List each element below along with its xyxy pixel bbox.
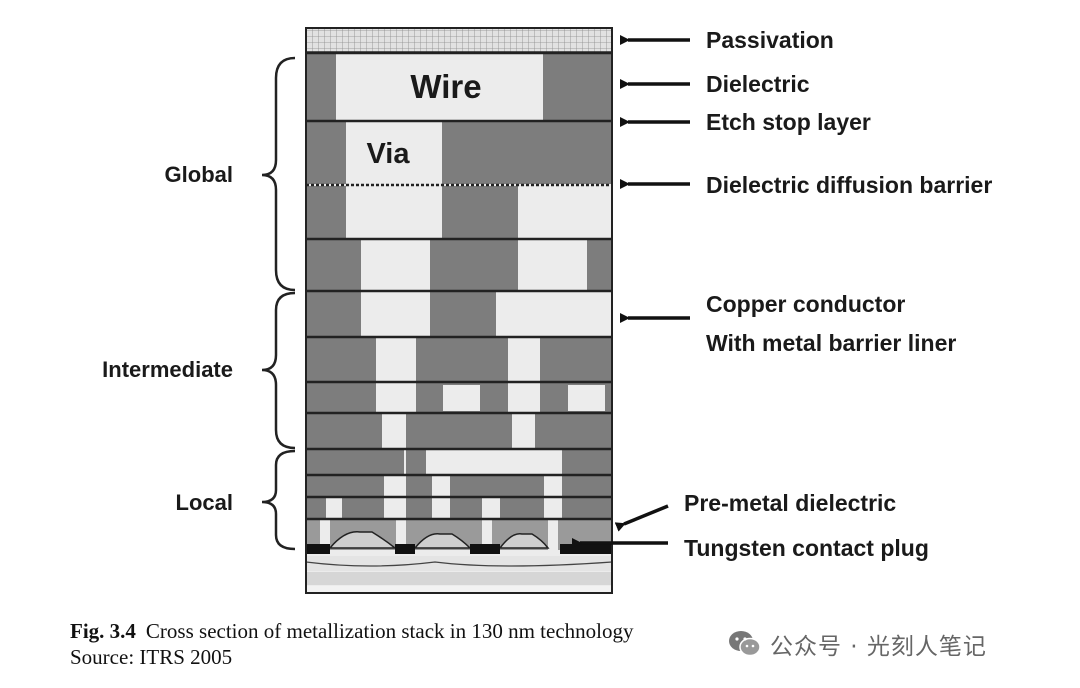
global-brace	[261, 56, 296, 292]
layer-boundaries	[306, 51, 612, 521]
callout-labels: Passivation Dielectric Etch stop layer D…	[684, 27, 992, 561]
local-levels	[306, 450, 612, 518]
caption-source: Source: ITRS 2005	[70, 645, 233, 669]
local-label: Local	[176, 490, 233, 515]
callout-arrows	[572, 35, 690, 548]
level-braces	[261, 56, 296, 551]
watermark: 公众号 · 光刻人笔记	[728, 626, 987, 662]
substrate	[305, 556, 613, 593]
intermediate-copper-squares	[443, 385, 605, 411]
intermediate-brace	[261, 291, 296, 450]
wire-label: Wire	[410, 68, 481, 105]
figure-caption: Fig. 3.4 Cross section of metallization s…	[70, 618, 770, 670]
metallization-stack-figure: Wire Via Global Intermediate Local Passi…	[102, 27, 992, 594]
pre-metal-dielectric	[306, 520, 612, 554]
global-lower-wires	[306, 186, 612, 290]
passivation-callout: Passivation	[706, 27, 834, 53]
local-brace	[261, 449, 296, 551]
watermark-text: 公众号 · 光刻人笔记	[770, 634, 987, 660]
diffusion-barrier-callout: Dielectric diffusion barrier	[706, 172, 992, 198]
caption-text: Cross section of metallization stack in …	[145, 619, 634, 643]
wechat-icon	[729, 631, 761, 657]
etch-stop-callout: Etch stop layer	[706, 109, 871, 135]
caption-line: Fig. 3.4 Cross section of metallization s…	[70, 618, 770, 644]
intermediate-label: Intermediate	[102, 357, 233, 382]
tungsten-callout: Tungsten contact plug	[684, 535, 929, 561]
copper-conductor-callout: Copper conductor	[706, 291, 905, 317]
passivation-layer	[305, 27, 613, 53]
cross-section-stack: Wire Via	[305, 27, 613, 594]
global-label: Global	[165, 162, 233, 187]
pre-metal-callout: Pre-metal dielectric	[684, 490, 896, 516]
figure-number: Fig. 3.4	[70, 619, 136, 643]
dielectric-callout: Dielectric	[706, 71, 810, 97]
global-via-level	[306, 122, 612, 184]
metal-barrier-callout: With metal barrier liner	[706, 330, 956, 356]
via-label: Via	[366, 138, 410, 170]
global-wire-level	[306, 54, 612, 120]
